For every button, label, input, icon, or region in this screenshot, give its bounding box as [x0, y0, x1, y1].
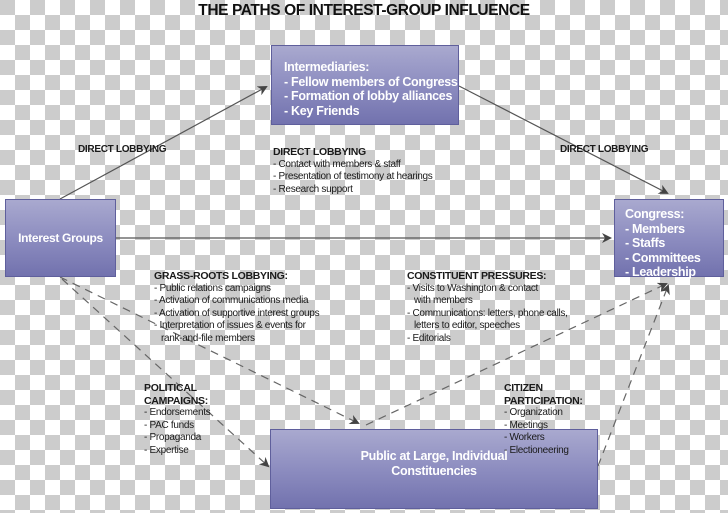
annotation-heading: CITIZEN — [504, 382, 543, 394]
annotation-constituent: CONSTITUENT PRESSURES: - Visits to Washi… — [407, 270, 568, 345]
annotation-item: - Organization — [504, 407, 563, 418]
annotation-item: - Endorsements — [144, 407, 211, 418]
annotation-item: - Activation of supportive interest grou… — [154, 307, 320, 319]
node-item: - Committees — [625, 250, 701, 265]
annotation-direct-lobbying: DIRECT LOBBYING - Contact with members &… — [273, 146, 433, 196]
annotation-item: - Communications: letters, phone calls, — [407, 307, 568, 319]
node-intermediaries: Intermediaries: - Fellow members of Cong… — [271, 45, 459, 125]
diagram-title: THE PATHS OF INTEREST-GROUP INFLUENCE — [198, 2, 530, 19]
node-item: - Leadership — [625, 265, 696, 279]
annotation-item: letters to editor, speeches — [414, 320, 520, 331]
edge-intermediaries-to-congress — [458, 85, 669, 194]
node-item: - Fellow members of Congress — [284, 74, 458, 89]
annotation-item: - Presentation of testimony at hearings — [273, 171, 433, 182]
node-item: - Formation of lobby alliances — [284, 89, 453, 103]
node-item: - Members — [625, 221, 685, 236]
edge-label-direct-right: DIRECT LOBBYING — [560, 144, 649, 155]
annotation-heading: CAMPAIGNS: — [144, 394, 208, 407]
annotation-item: - Expertise — [144, 444, 189, 456]
edge-label-direct-left: DIRECT LOBBYING — [78, 144, 167, 155]
node-public: Public at Large, Individual Constituenci… — [270, 429, 598, 509]
annotation-heading: CONSTITUENT PRESSURES: — [407, 270, 547, 282]
node-heading: Intermediaries: — [284, 60, 370, 74]
edge-political-dashed — [61, 278, 270, 468]
annotation-item: rank-and-file members — [161, 332, 255, 344]
annotation-item: - Research support — [273, 183, 353, 195]
node-congress: Congress: - Members - Staffs - Committee… — [614, 199, 724, 279]
node-heading: Congress: — [625, 207, 685, 221]
node-item: - Key Friends — [284, 103, 360, 118]
annotation-item: - Contact with members & staff — [273, 158, 401, 170]
edge-citizen-dashed — [597, 284, 670, 467]
edge-interest-to-intermediaries — [59, 86, 268, 200]
annotation-item: - Propaganda — [144, 432, 202, 443]
annotation-item: - Editorials — [407, 332, 451, 344]
node-label: Interest Groups — [18, 230, 103, 245]
node-interest-groups: Interest Groups — [5, 199, 116, 277]
node-label-line: Constituencies — [391, 464, 477, 478]
annotation-heading: GRASS-ROOTS LOBBYING: — [154, 270, 288, 282]
annotation-heading: POLITICAL — [144, 382, 197, 394]
annotation-item: - Visits to Washington & contact — [407, 282, 539, 294]
annotation-item: with members — [414, 295, 473, 306]
annotation-item: - Workers — [504, 432, 545, 443]
node-label-line: Public at Large, Individual — [360, 449, 508, 463]
annotation-grass-roots: GRASS-ROOTS LOBBYING: - Public relations… — [154, 270, 320, 345]
annotation-item: - Meetings — [504, 419, 548, 431]
node-item: - Staffs — [625, 236, 665, 250]
annotation-item: - Interpretation of issues & events for — [154, 320, 306, 331]
annotation-item: - Public relations campaigns — [154, 282, 271, 294]
annotation-item: - PAC funds — [144, 419, 194, 431]
annotation-item: - Electioneering — [504, 444, 569, 456]
annotation-citizen: CITIZEN PARTICIPATION: - Organization - … — [504, 382, 583, 457]
annotation-political: POLITICAL CAMPAIGNS: - Endorsements - PA… — [144, 382, 211, 457]
annotation-heading: DIRECT LOBBYING — [273, 146, 366, 158]
annotation-heading: PARTICIPATION: — [504, 394, 583, 407]
annotation-item: - Activation of communications media — [154, 295, 309, 306]
